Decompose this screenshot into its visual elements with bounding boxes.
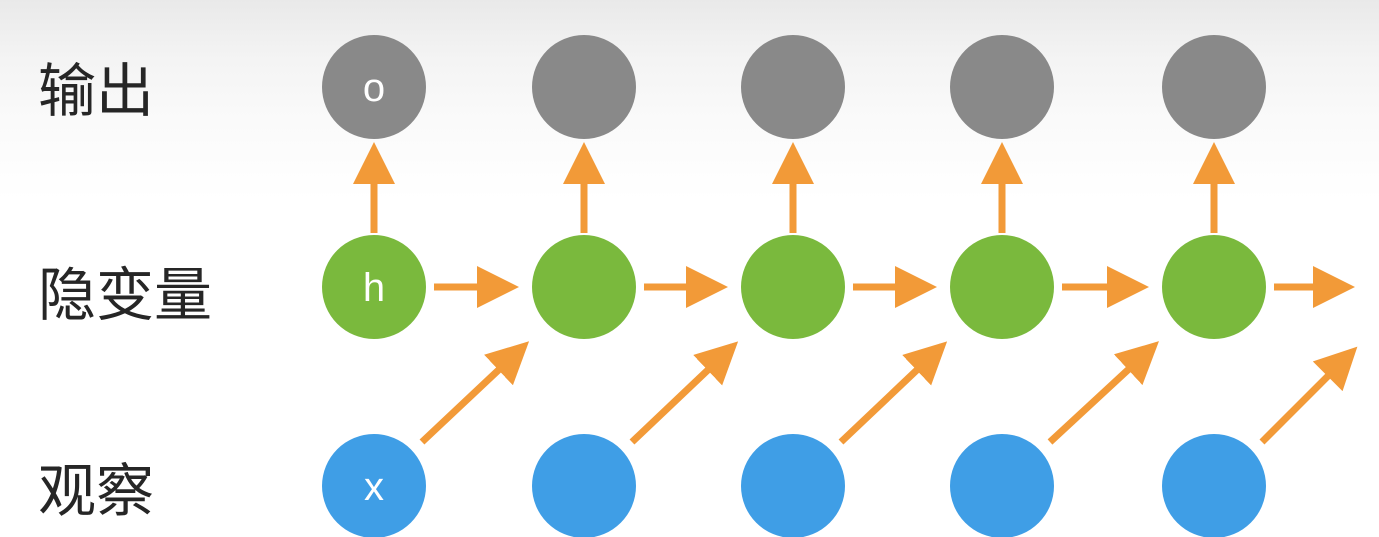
- observe-node-1: x: [322, 434, 426, 537]
- row-label-output: 输出: [38, 57, 155, 125]
- observe-node-3: [741, 434, 845, 537]
- output-node-1: o: [322, 35, 426, 139]
- arrow-observe-to-hidden-2: [629, 341, 739, 445]
- observe-node-1-circle: [322, 434, 426, 537]
- hidden-node-1-circle: [322, 235, 426, 339]
- arrow-observe-to-hidden-4: [1047, 341, 1159, 445]
- observe-node-4: [950, 434, 1054, 537]
- output-node-1-letter: o: [363, 66, 385, 110]
- observe-node-5-circle: [1162, 434, 1266, 537]
- output-node-5: [1162, 35, 1266, 139]
- arrow-observe-to-hidden-1: [419, 341, 530, 445]
- row-label-hidden: 隐变量: [38, 261, 213, 329]
- observe-node-1-letter: x: [364, 465, 384, 509]
- output-node-1-circle: [322, 35, 426, 139]
- output-node-2-circle: [532, 35, 636, 139]
- output-node-5-circle: [1162, 35, 1266, 139]
- observe-node-5: [1162, 434, 1266, 537]
- arrow-observe-to-hidden-5: [1259, 346, 1358, 445]
- output-node-4: [950, 35, 1054, 139]
- observe-node-4-circle: [950, 434, 1054, 537]
- observe-node-3-circle: [741, 434, 845, 537]
- output-node-2: [532, 35, 636, 139]
- hidden-node-5: [1162, 235, 1266, 339]
- row-label-observe: 观察: [38, 457, 155, 525]
- hidden-node-3: [741, 235, 845, 339]
- hidden-node-1-letter: h: [363, 266, 385, 310]
- hidden-node-2: [532, 235, 636, 339]
- output-node-4-circle: [950, 35, 1054, 139]
- output-node-3-circle: [741, 35, 845, 139]
- hidden-node-3-circle: [741, 235, 845, 339]
- observe-node-2: [532, 434, 636, 537]
- hidden-node-5-circle: [1162, 235, 1266, 339]
- arrow-observe-to-hidden-3: [838, 341, 948, 445]
- observe-node-2-circle: [532, 434, 636, 537]
- nodes-layer: o h x: [322, 35, 1266, 537]
- hidden-node-4: [950, 235, 1054, 339]
- hidden-node-4-circle: [950, 235, 1054, 339]
- hidden-node-2-circle: [532, 235, 636, 339]
- hidden-node-1: h: [322, 235, 426, 339]
- arrows-layer: [353, 142, 1358, 445]
- output-node-3: [741, 35, 845, 139]
